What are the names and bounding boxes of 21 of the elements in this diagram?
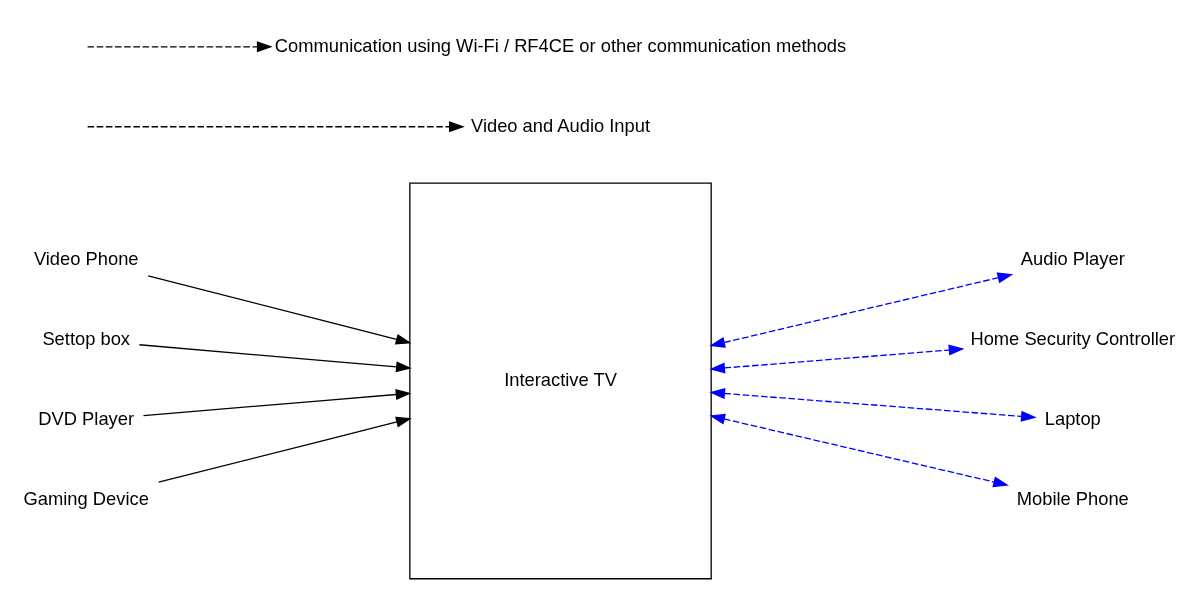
node-text: Video Phone [33,247,139,269]
arrow [709,413,1009,487]
node-text: Settop box [42,327,131,349]
arrow [86,40,273,52]
node-text: Gaming Device [23,487,149,509]
arrow [147,274,412,345]
node-text: Mobile Phone [1016,487,1129,509]
arrow [86,120,465,132]
node-text: Home Security Controller [970,327,1176,349]
arrow [709,271,1014,348]
arrow [709,344,965,373]
node-text: Communication using Wi-Fi / RF4CE or other communication methods [274,34,847,56]
arrow [709,387,1037,422]
node-text: Video and Audio Input [470,114,651,136]
node-text: Audio Player [1020,247,1125,269]
node-box: Interactive TV [409,181,712,579]
node-text: DVD Player [38,407,135,429]
node-text: Laptop [1044,407,1101,429]
arrow [138,343,412,372]
arrow [158,416,412,483]
arrow [142,388,412,416]
